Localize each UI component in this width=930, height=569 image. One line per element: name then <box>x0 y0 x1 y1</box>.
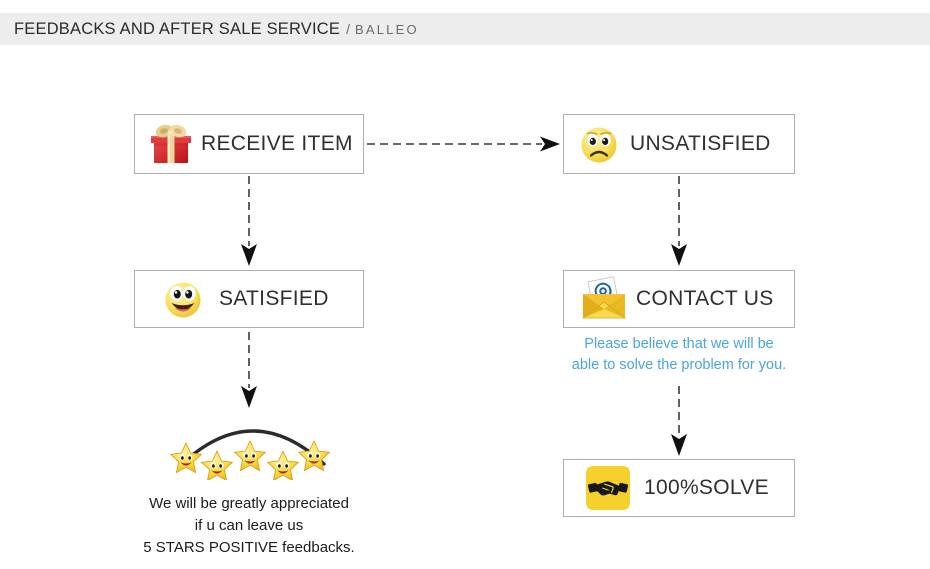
flow-box-solve: 100%SOLVE <box>563 459 795 517</box>
page-title: FEEDBACKS AND AFTER SALE SERVICE <box>14 19 341 38</box>
email-envelope-icon <box>576 276 632 322</box>
star-icon <box>234 440 266 472</box>
arrow-satisfied-to-stars <box>235 330 265 412</box>
feedback-note-line-2: if u can leave us <box>194 517 304 534</box>
flow-box-contact-us: CONTACT US <box>563 270 795 328</box>
five-stars-group <box>168 400 338 482</box>
sad-face-icon <box>574 122 624 166</box>
flow-box-label: CONTACT US <box>636 287 774 310</box>
header-separator: / <box>346 21 351 37</box>
flow-box-label: 100%SOLVE <box>644 476 769 499</box>
feedback-request-note: We will be greatly appreciated if u can … <box>118 493 380 559</box>
handshake-icon <box>582 465 634 511</box>
arrow-receive-to-satisfied <box>235 174 265 270</box>
gift-box-icon <box>145 122 197 166</box>
happy-face-icon <box>157 277 209 321</box>
feedback-note-line-3: 5 STARS POSITIVE feedbacks. <box>143 539 355 556</box>
star-icon <box>201 450 233 482</box>
page-header: FEEDBACKS AND AFTER SALE SERVICE / BALLE… <box>0 13 930 45</box>
contact-note-line-2: able to solve the problem for you. <box>571 357 787 373</box>
star-icon <box>170 442 202 474</box>
contact-us-note: Please believe that we will be able to s… <box>548 334 810 376</box>
star-icon <box>267 450 299 482</box>
star-icon <box>298 440 330 472</box>
arrow-contact-to-solve <box>665 386 695 460</box>
arrow-receive-to-unsatisfied <box>364 128 564 160</box>
brand-name: BALLEO <box>355 21 419 37</box>
flow-box-label: SATISFIED <box>219 287 329 310</box>
flow-box-label: RECEIVE ITEM <box>201 132 353 155</box>
flow-box-receive-item: RECEIVE ITEM <box>134 114 364 174</box>
flow-box-label: UNSATISFIED <box>630 132 771 155</box>
feedback-note-line-1: We will be greatly appreciated <box>149 495 349 512</box>
flow-box-satisfied: SATISFIED <box>134 270 364 328</box>
flow-box-unsatisfied: UNSATISFIED <box>563 114 795 174</box>
arrow-unsatisfied-to-contact <box>665 174 695 270</box>
contact-note-line-1: Please believe that we will be <box>584 336 774 352</box>
